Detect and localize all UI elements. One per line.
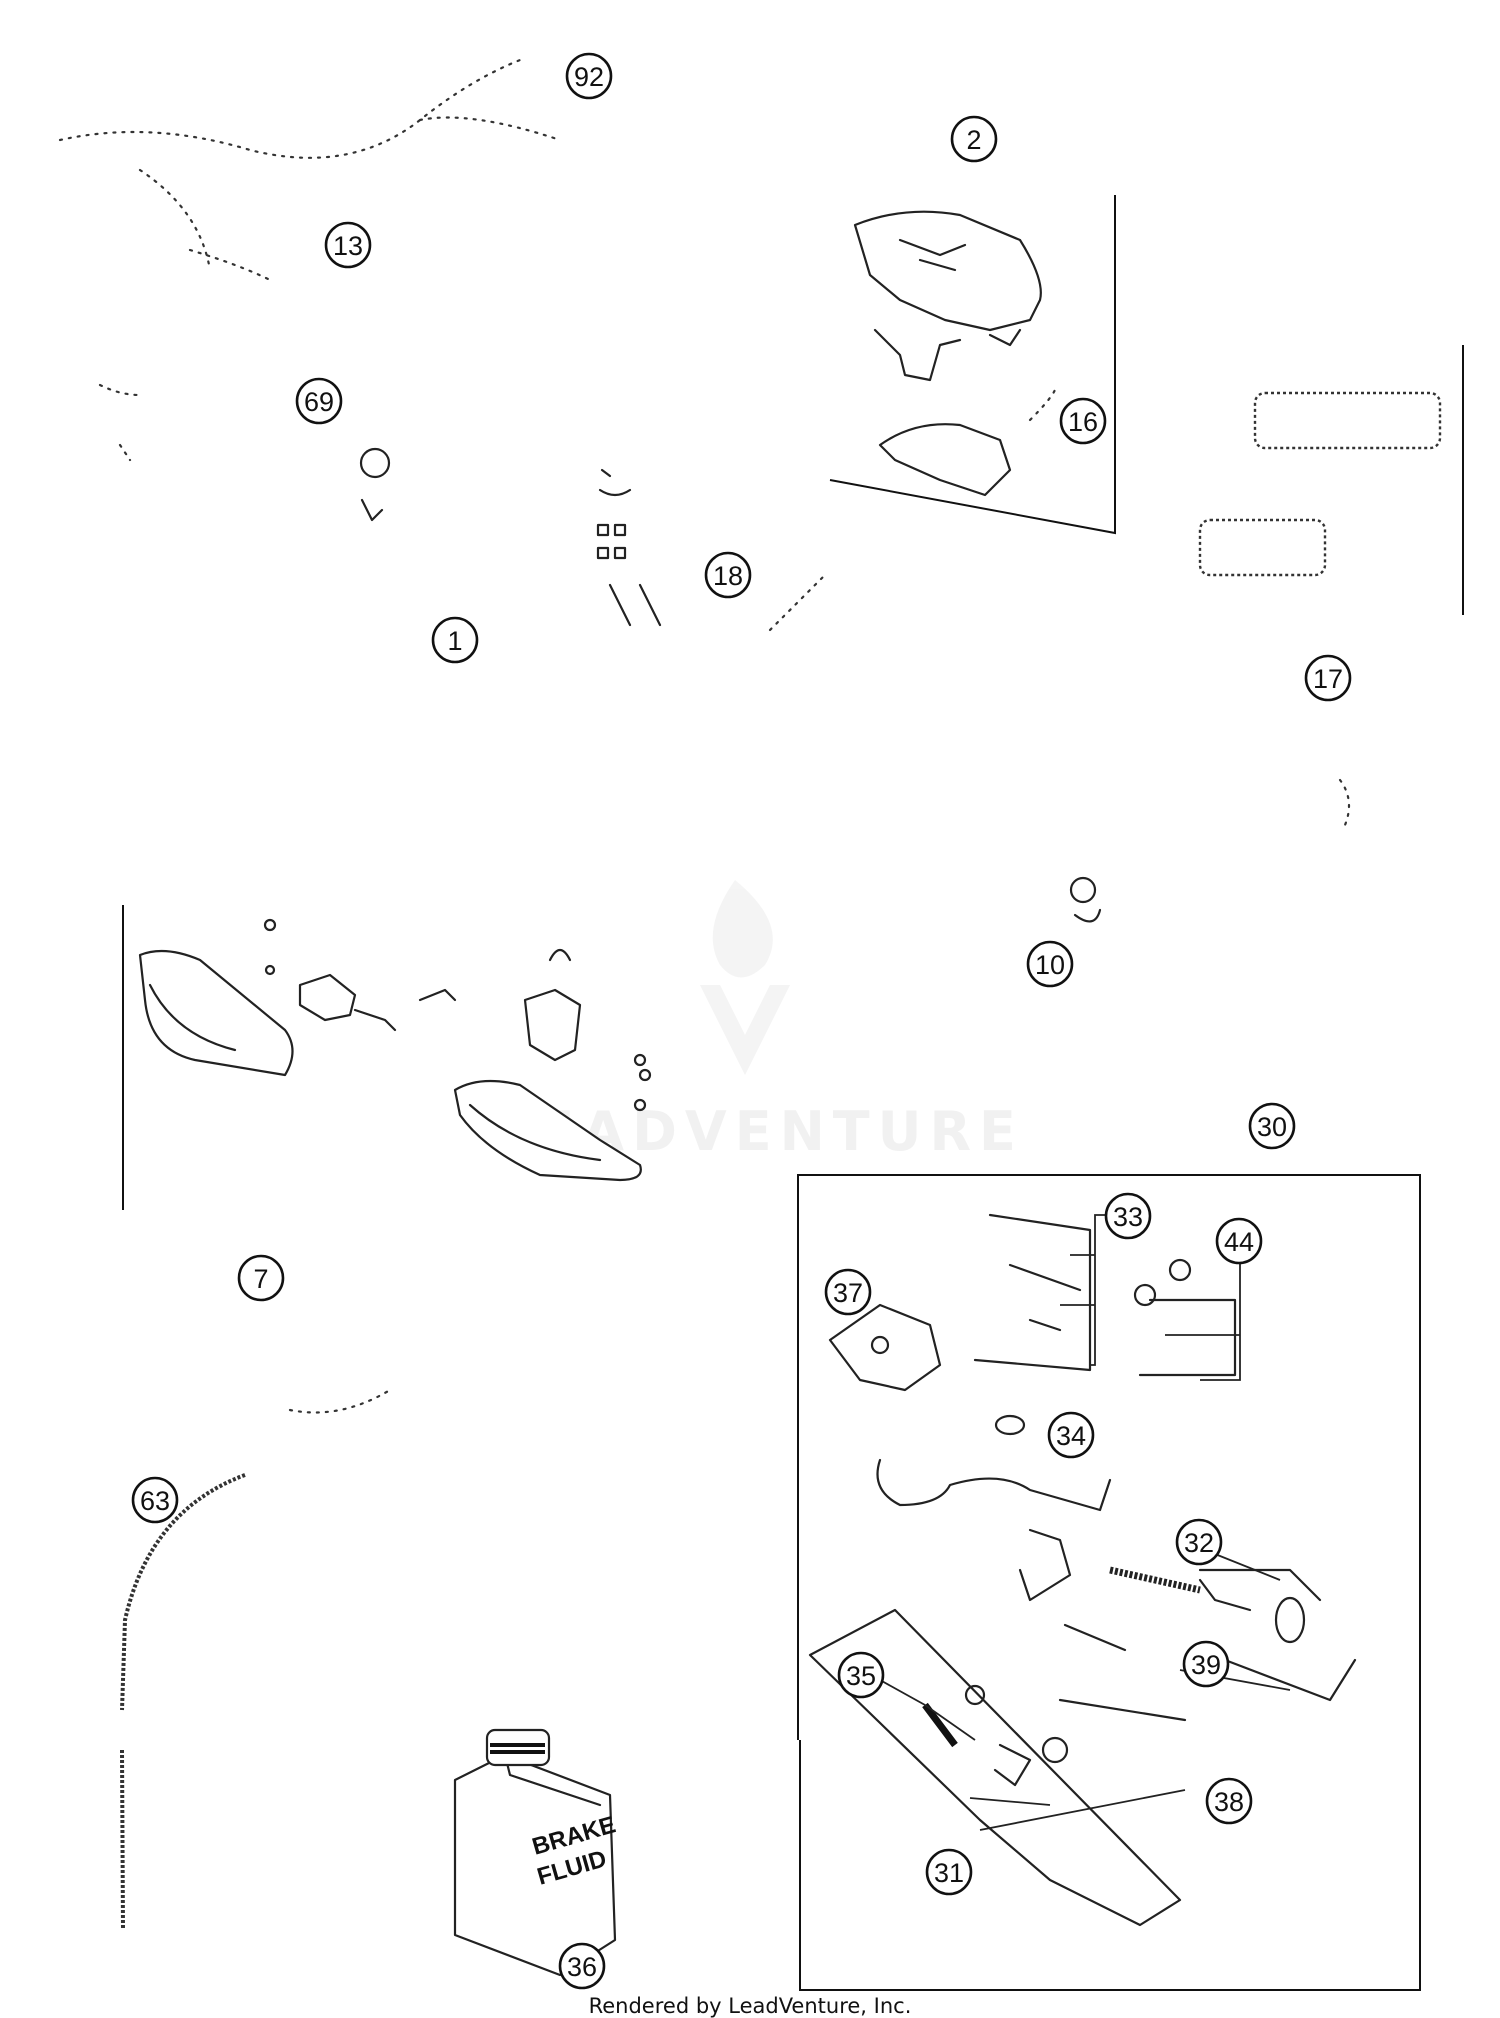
grips-17-drawing <box>1198 391 1442 827</box>
callout-34: 34 <box>1047 1411 1095 1459</box>
svg-text:10: 10 <box>1035 950 1065 980</box>
svg-text:32: 32 <box>1184 1528 1214 1558</box>
cable-assembly-drawing <box>58 58 562 462</box>
group-brackets <box>122 195 1464 1991</box>
svg-text:17: 17 <box>1313 664 1343 694</box>
svg-text:44: 44 <box>1224 1227 1254 1257</box>
callout-7: 7 <box>237 1254 285 1302</box>
callout-10: 10 <box>1026 940 1074 988</box>
svg-text:33: 33 <box>1113 1202 1143 1232</box>
svg-text:7: 7 <box>253 1264 268 1294</box>
fittings-18-drawing <box>596 468 827 632</box>
callout-30: 30 <box>1248 1102 1296 1150</box>
svg-text:18: 18 <box>713 561 743 591</box>
svg-text:37: 37 <box>833 1278 863 1308</box>
callout-1: 1 <box>431 616 479 664</box>
callout-38: 38 <box>1205 1777 1253 1825</box>
svg-text:36: 36 <box>567 1952 597 1982</box>
callout-18: 18 <box>704 551 752 599</box>
brake-fluid-bottle-36-drawing: BRAKE FLUID <box>453 1728 619 1977</box>
callout-39: 39 <box>1182 1640 1230 1688</box>
callout-44: 44 <box>1215 1217 1263 1265</box>
callout-33: 33 <box>1104 1192 1152 1240</box>
callout-37: 37 <box>824 1268 872 1316</box>
callout-36: 36 <box>558 1942 606 1990</box>
brake-hose-63-drawing <box>120 1388 392 1931</box>
svg-text:2: 2 <box>966 125 981 155</box>
svg-text:30: 30 <box>1257 1112 1287 1142</box>
watermark-logo: LEADVENTURE <box>495 880 1016 1163</box>
callout-35: 35 <box>837 1651 885 1699</box>
svg-text:34: 34 <box>1056 1421 1086 1451</box>
hand-guards-7-drawing <box>138 918 652 1182</box>
nut-10-drawing <box>1069 876 1102 923</box>
callout-92: 92 <box>565 52 613 100</box>
svg-text:39: 39 <box>1191 1650 1221 1680</box>
callout-2: 2 <box>950 115 998 163</box>
callout-69: 69 <box>295 377 343 425</box>
svg-text:31: 31 <box>934 1858 964 1888</box>
svg-text:92: 92 <box>574 62 604 92</box>
svg-text:1: 1 <box>447 626 462 656</box>
svg-text:16: 16 <box>1068 407 1098 437</box>
svg-text:63: 63 <box>140 1486 170 1516</box>
svg-text:38: 38 <box>1214 1787 1244 1817</box>
nut-69-drawing <box>359 447 391 522</box>
callout-32: 32 <box>1175 1518 1223 1566</box>
master-cylinder-2-drawing <box>853 210 1057 497</box>
svg-text:35: 35 <box>846 1661 876 1691</box>
render-credit: Rendered by LeadVenture, Inc. <box>588 1994 912 2018</box>
callout-17: 17 <box>1304 654 1352 702</box>
svg-text:69: 69 <box>304 387 334 417</box>
callout-13: 13 <box>324 221 372 269</box>
svg-text:13: 13 <box>333 231 363 261</box>
callout-31: 31 <box>925 1848 973 1896</box>
callout-63: 63 <box>131 1476 179 1524</box>
master-cylinder-parts-30-drawing <box>808 1213 1357 1927</box>
callout-16: 16 <box>1059 397 1107 445</box>
